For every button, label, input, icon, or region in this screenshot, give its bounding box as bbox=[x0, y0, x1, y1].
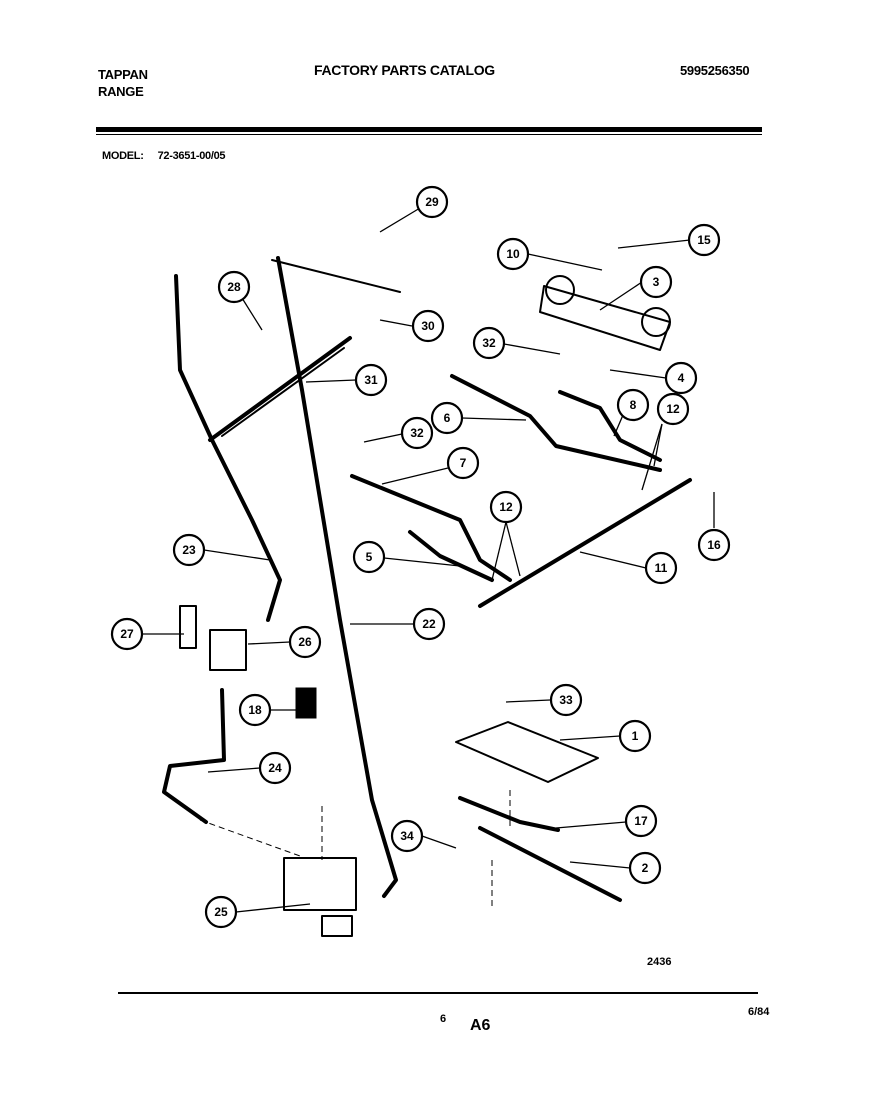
callout-24: 24 bbox=[258, 751, 292, 785]
callout-23-label: 23 bbox=[182, 543, 196, 557]
callout-2: 2 bbox=[628, 851, 662, 885]
model-label: MODEL: bbox=[102, 150, 144, 162]
callout-12-center-label: 12 bbox=[499, 500, 513, 514]
callout-11-label: 11 bbox=[655, 561, 668, 575]
catalog-part-number: 5995256350 bbox=[680, 63, 750, 78]
brand-block: TAPPAN RANGE bbox=[98, 66, 148, 100]
callout-10: 10 bbox=[496, 237, 530, 271]
callout-29: 29 bbox=[415, 185, 449, 219]
callout-30-label: 30 bbox=[421, 319, 435, 333]
callout-23: 23 bbox=[172, 533, 206, 567]
product-type: RANGE bbox=[98, 84, 144, 99]
callout-1: 1 bbox=[618, 719, 652, 753]
callout-33: 33 bbox=[549, 683, 583, 717]
callout-17-label: 17 bbox=[634, 814, 648, 828]
callout-6: 6 bbox=[430, 401, 464, 435]
tube-6-drawing bbox=[450, 374, 662, 472]
callout-18: 18 bbox=[238, 693, 272, 727]
callout-7: 7 bbox=[446, 446, 480, 480]
part-18-drawing bbox=[295, 687, 317, 719]
callout-32-mid-label: 32 bbox=[410, 426, 424, 440]
callout-12-right: 12 bbox=[656, 392, 690, 426]
callout-31: 31 bbox=[354, 363, 388, 397]
callout-16-right-label: 16 bbox=[707, 538, 721, 552]
model-line: MODEL: 72-3651-00/05 bbox=[102, 148, 226, 165]
tube-23-drawing bbox=[174, 274, 282, 622]
part-drawings bbox=[162, 256, 692, 937]
callout-26-label: 26 bbox=[298, 635, 312, 649]
callout-3: 3 bbox=[639, 265, 673, 299]
brand-name: TAPPAN bbox=[98, 67, 148, 82]
callout-markers: 29 15 10 3 28 30 32 4 31 6 8 12 32 7 16 … bbox=[110, 185, 731, 929]
callout-28-label: 28 bbox=[227, 280, 241, 294]
footer-rule bbox=[118, 992, 758, 994]
callout-34: 34 bbox=[390, 819, 424, 853]
callout-26: 26 bbox=[288, 625, 322, 659]
callout-3-label: 3 bbox=[653, 275, 660, 289]
callout-17: 17 bbox=[624, 804, 658, 838]
thermostat-26-drawing bbox=[209, 629, 247, 671]
callout-33-label: 33 bbox=[559, 693, 573, 707]
callout-28: 28 bbox=[217, 270, 251, 304]
callout-31-label: 31 bbox=[364, 373, 378, 387]
callout-32-mid: 32 bbox=[400, 416, 434, 450]
callout-8: 8 bbox=[616, 388, 650, 422]
callout-18-label: 18 bbox=[248, 703, 262, 717]
callout-22-label: 22 bbox=[422, 617, 436, 631]
callout-4-label: 4 bbox=[678, 371, 685, 385]
callout-25-label: 25 bbox=[214, 905, 228, 919]
section-code: A6 bbox=[470, 1017, 491, 1034]
callout-32-top-label: 32 bbox=[482, 336, 496, 350]
callout-12-right-label: 12 bbox=[666, 402, 680, 416]
diagram-number: 2436 bbox=[647, 956, 672, 968]
callout-7-label: 7 bbox=[460, 456, 467, 470]
callout-2-label: 2 bbox=[642, 861, 649, 875]
callout-27: 27 bbox=[110, 617, 144, 651]
callout-11: 11 bbox=[644, 551, 678, 585]
callout-5-label: 5 bbox=[366, 550, 373, 564]
frame-11-drawing bbox=[478, 478, 692, 608]
tube-5-drawing bbox=[408, 530, 494, 582]
manifold-3-drawing bbox=[539, 285, 671, 351]
callout-6-label: 6 bbox=[444, 411, 451, 425]
callout-15-label: 15 bbox=[697, 233, 711, 247]
igniter-17-drawing bbox=[458, 796, 560, 832]
callout-4: 4 bbox=[664, 361, 698, 395]
revision-date: 6/84 bbox=[748, 1006, 770, 1018]
leader-lines bbox=[142, 207, 715, 913]
callout-24-label: 24 bbox=[268, 761, 282, 775]
callout-29-label: 29 bbox=[425, 195, 439, 209]
callout-12-center: 12 bbox=[489, 490, 523, 524]
page-number: 6 bbox=[440, 1013, 447, 1025]
tube-22-drawing bbox=[276, 256, 398, 898]
callout-1-label: 1 bbox=[632, 729, 639, 743]
callout-30: 30 bbox=[411, 309, 445, 343]
model-value: 72-3651-00/05 bbox=[157, 150, 226, 162]
callout-8-label: 8 bbox=[630, 398, 637, 412]
header-rule bbox=[96, 127, 762, 132]
plate-2-drawing bbox=[478, 826, 622, 902]
tube-8-drawing bbox=[558, 390, 662, 462]
catalog-title: FACTORY PARTS CATALOG bbox=[314, 62, 495, 78]
header-rule-thin bbox=[96, 134, 762, 135]
callout-34-label: 34 bbox=[400, 829, 414, 843]
callout-25: 25 bbox=[204, 895, 238, 929]
tube-24-drawing bbox=[162, 688, 226, 824]
callout-32-top: 32 bbox=[472, 326, 506, 360]
valve-25-drawing bbox=[283, 857, 357, 911]
callout-10-label: 10 bbox=[506, 247, 520, 261]
tube-31-drawing bbox=[208, 336, 352, 442]
burner-1-drawing bbox=[455, 721, 599, 783]
callout-5: 5 bbox=[352, 540, 386, 574]
tube-top-drawing bbox=[271, 259, 401, 293]
callout-27-label: 27 bbox=[120, 627, 134, 641]
callout-16-right: 16 bbox=[697, 528, 731, 562]
bracket-27-drawing bbox=[179, 605, 197, 649]
callout-22: 22 bbox=[412, 607, 446, 641]
callout-15: 15 bbox=[687, 223, 721, 257]
